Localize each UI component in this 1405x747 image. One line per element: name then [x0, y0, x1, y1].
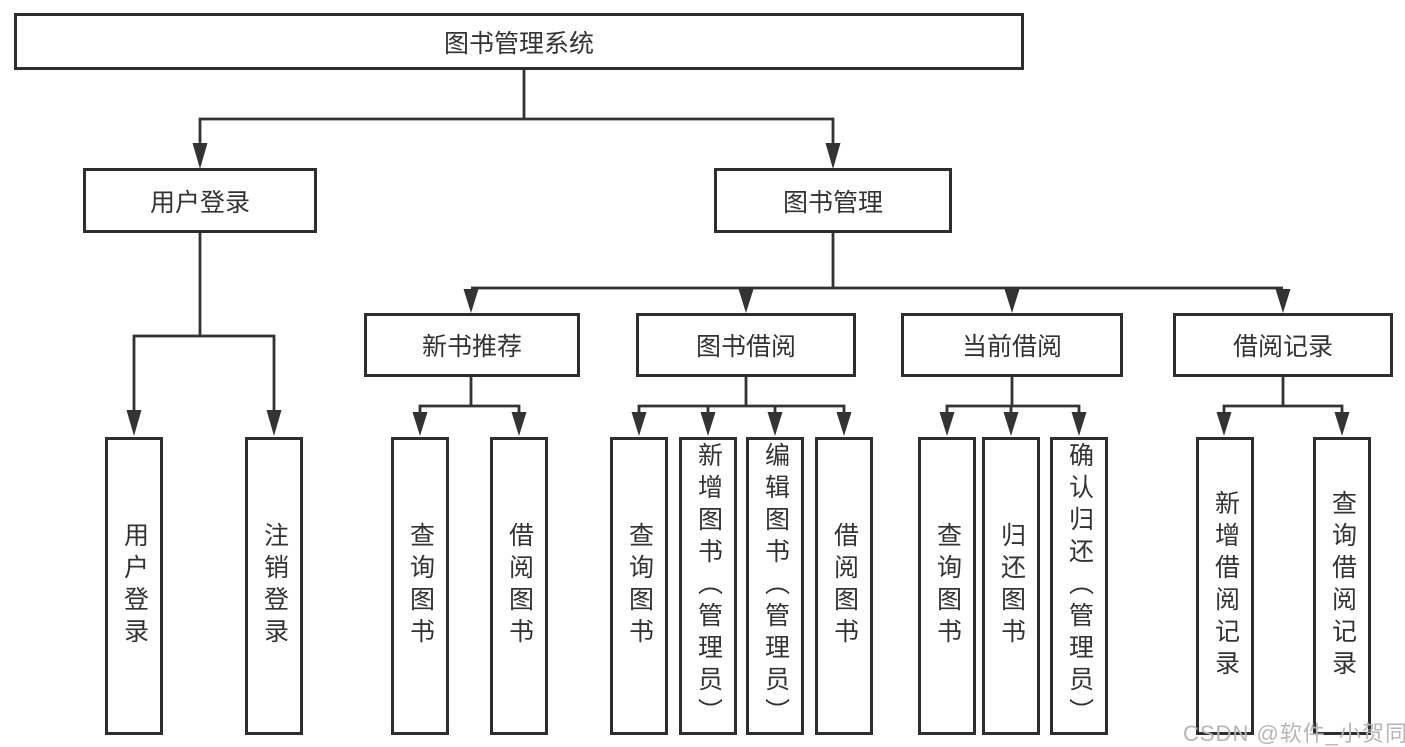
node-label: 新增借阅记录 [1211, 490, 1240, 682]
node-book-management: 图书管理 [714, 168, 952, 233]
leaf-query-book-recommend: 查询图书 [391, 437, 449, 735]
node-label: 编辑图书（管理员） [761, 442, 790, 730]
leaf-add-book-admin: 新增图书（管理员） [679, 437, 737, 735]
node-label: 确认归还（管理员） [1065, 442, 1094, 730]
node-label: 图书管理系统 [443, 29, 594, 58]
node-label: 借阅图书 [830, 522, 859, 650]
leaf-confirm-return-admin: 确认归还（管理员） [1050, 437, 1108, 735]
node-label: 查询图书 [625, 522, 654, 650]
node-current-borrow: 当前借阅 [901, 313, 1123, 377]
node-label: 图书借阅 [695, 333, 796, 361]
leaf-query-book-current: 查询图书 [918, 437, 976, 735]
csdn-watermark: CSDN @软件_小贺同学 [1183, 721, 1405, 746]
leaf-return-book: 归还图书 [982, 437, 1040, 735]
leaf-user-login: 用户登录 [105, 437, 163, 735]
node-label: 用户登录 [149, 188, 250, 217]
leaf-add-borrow-record: 新增借阅记录 [1196, 437, 1254, 735]
leaf-borrow-book: 借阅图书 [815, 437, 873, 735]
node-label: 查询图书 [406, 522, 435, 650]
leaf-borrow-book-recommend: 借阅图书 [490, 437, 548, 735]
leaf-edit-book-admin: 编辑图书（管理员） [746, 437, 804, 735]
node-label: 当前借阅 [961, 333, 1062, 361]
node-label: 新书推荐 [421, 333, 522, 361]
node-new-book-recommend: 新书推荐 [364, 313, 580, 377]
node-label: 查询图书 [933, 522, 962, 650]
leaf-logout: 注销登录 [245, 437, 303, 735]
node-label: 归还图书 [997, 522, 1026, 650]
node-user-login: 用户登录 [83, 168, 317, 233]
node-label: 注销登录 [260, 522, 289, 650]
node-label: 借阅图书 [505, 522, 534, 650]
node-book-borrow: 图书借阅 [636, 313, 856, 377]
node-label: 用户登录 [120, 522, 149, 650]
node-label: 借阅记录 [1232, 333, 1333, 361]
leaf-query-borrow-record: 查询借阅记录 [1313, 437, 1371, 735]
leaf-query-book-borrow: 查询图书 [610, 437, 668, 735]
node-library-system: 图书管理系统 [14, 13, 1024, 70]
node-borrow-record: 借阅记录 [1173, 313, 1393, 377]
node-label: 图书管理 [782, 188, 883, 217]
node-label: 新增图书（管理员） [694, 442, 723, 730]
node-label: 查询借阅记录 [1328, 490, 1357, 682]
